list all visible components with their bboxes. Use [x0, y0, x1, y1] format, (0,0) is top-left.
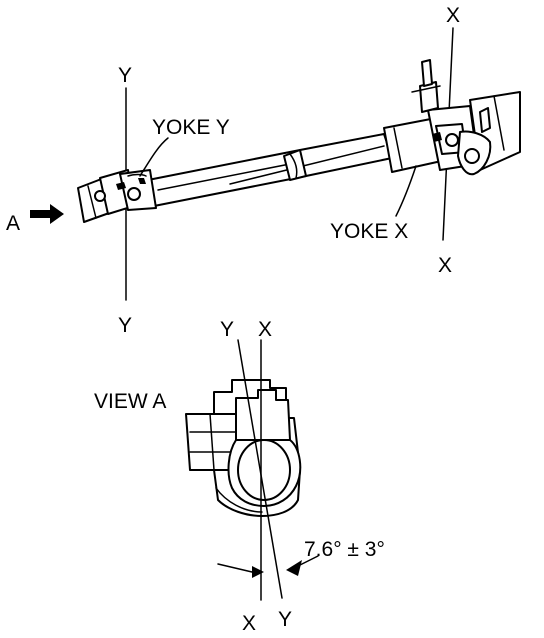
- yoke-y-label: YOKE Y: [152, 116, 230, 139]
- angle-dimension: [217, 555, 319, 578]
- yoke-x-leader: [395, 165, 417, 217]
- axis-x-top-label: X: [446, 4, 460, 27]
- view-a-label: VIEW A: [94, 390, 166, 413]
- view-axis-x-bottom-label: X: [242, 612, 256, 635]
- yoke-x-label: YOKE X: [330, 220, 408, 243]
- view-a-yoke: [185, 379, 302, 517]
- steering-column: [411, 59, 521, 176]
- shaft-clip: [283, 149, 307, 181]
- view-axis-y-top-label: Y: [220, 318, 234, 341]
- axis-y-top-label: Y: [118, 64, 132, 87]
- view-axis-x-top-label: X: [258, 318, 272, 341]
- view-axis-y-bottom-label: Y: [278, 608, 292, 631]
- yoke-y-leader: [139, 137, 169, 177]
- axis-x-mid-label: X: [438, 254, 452, 277]
- angle-label: 7.6° ± 3°: [304, 538, 385, 561]
- view-a-arrow: [30, 204, 64, 224]
- yoke-y-joint: [77, 169, 157, 223]
- arrow-a-label: A: [6, 212, 20, 235]
- intermediate-shaft: [147, 133, 393, 207]
- view-y-axis-line: [237, 339, 283, 599]
- axis-y-mid-label: Y: [118, 314, 132, 337]
